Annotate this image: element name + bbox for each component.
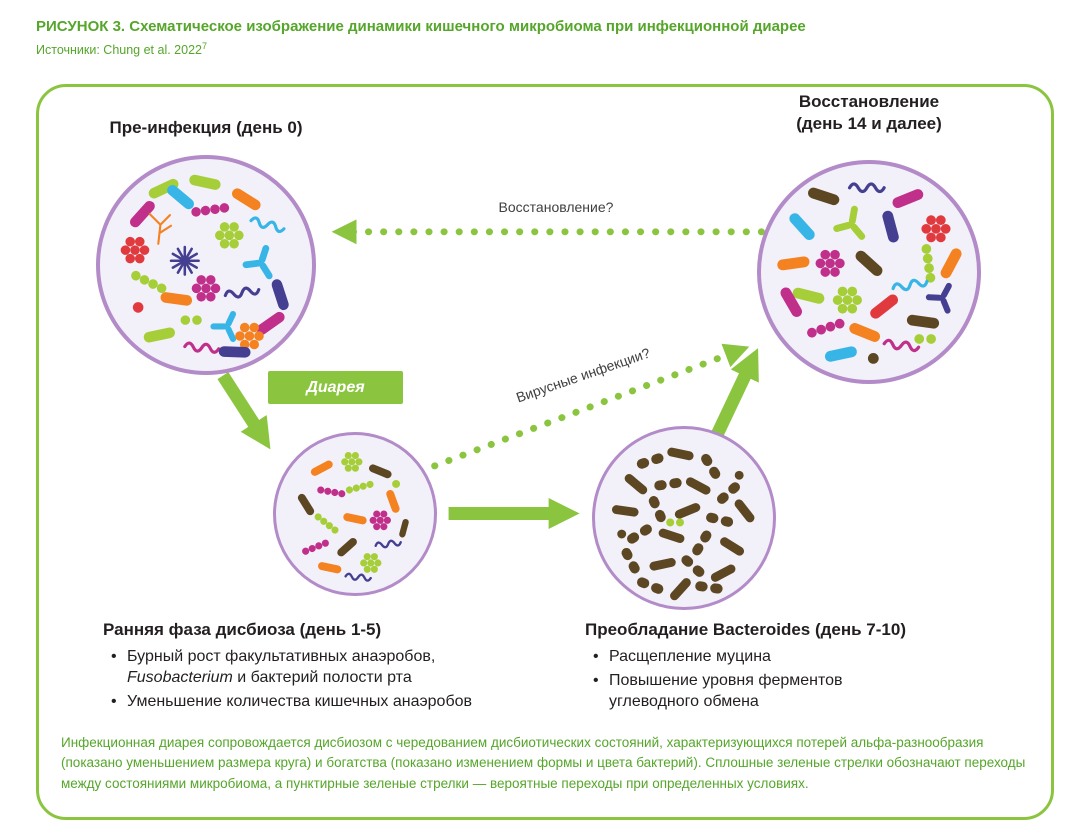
- bullet-item: Повышение уровня ферментов углеводного о…: [585, 670, 875, 712]
- bacteroides-text-block: Преобладание Bacteroides (день 7-10) Рас…: [585, 619, 1025, 713]
- bacteroides-circle: [592, 426, 776, 610]
- diarrhea-label: Диарея: [268, 371, 403, 404]
- source-text: Источники: Chung et al. 2022: [36, 42, 202, 57]
- figure-source: Источники: Chung et al. 20227: [36, 41, 1046, 57]
- figure-title-text: Схематическое изображение динамики кишеч…: [129, 18, 806, 35]
- figure-caption: Инфекционная диарея сопровождается дисби…: [61, 735, 1026, 791]
- bullet-item: Уменьшение количества кишечных анаэробов: [103, 691, 503, 712]
- early-dysbiosis-bullet-list: Бурный рост факультативных анаэробов, Fu…: [103, 646, 503, 712]
- early-dysbiosis-circle: [273, 432, 437, 596]
- bacteroides-microbiome-illustration: [611, 447, 755, 601]
- bullet-text: Бурный рост факультативных анаэробов,: [127, 648, 436, 666]
- arrow-bacteroides-to-recovery: [708, 348, 759, 444]
- early-dysbiosis-heading: Ранняя фаза дисбиоза (день 1-5): [103, 620, 382, 639]
- bacteroides-bullet-list: Расщепление муцина Повышение уровня ферм…: [585, 646, 875, 712]
- bullet-item: Бурный рост факультативных анаэробов, Fu…: [103, 646, 503, 688]
- bullet-item: Расщепление муцина: [585, 646, 875, 667]
- recovery-microbiome-illustration: [777, 182, 962, 364]
- viral-question-label: Вирусные инфекции?: [513, 344, 653, 406]
- recovery-label-line2: (день 14 и далее): [796, 114, 942, 134]
- recovery-circle: [757, 160, 981, 384]
- diagram-panel: Пре-инфекция (день 0) Восстановление (де…: [36, 84, 1054, 820]
- recovery-label-line1: Восстановление: [798, 92, 940, 111]
- pre-infection-circle: [96, 155, 316, 375]
- figure-number: РИСУНОК 3.: [36, 18, 126, 35]
- early-dysbiosis-microbiome-illustration: [297, 451, 409, 582]
- pre-infection-label: Пре-инфекция (день 0): [109, 118, 303, 137]
- source-reference-number: 7: [201, 40, 207, 51]
- recovery-question-label: Восстановление?: [498, 199, 614, 215]
- recovery-label: Восстановление (день 14 и далее): [719, 91, 1019, 135]
- figure-header: РИСУНОК 3. Схематическое изображение дин…: [36, 18, 1046, 57]
- bullet-text: и бактерий полости рта: [232, 669, 412, 687]
- figure-title: РИСУНОК 3. Схематическое изображение дин…: [36, 18, 1046, 37]
- bullet-text-italic: Fusobacterium: [127, 669, 233, 687]
- arrow-preinfection-to-dysbiosis: [217, 372, 271, 450]
- bacteroides-heading: Преобладание Bacteroides (день 7-10): [585, 620, 906, 639]
- early-dysbiosis-text-block: Ранняя фаза дисбиоза (день 1-5) Бурный р…: [103, 619, 503, 713]
- pre-infection-microbiome-illustration: [120, 174, 289, 358]
